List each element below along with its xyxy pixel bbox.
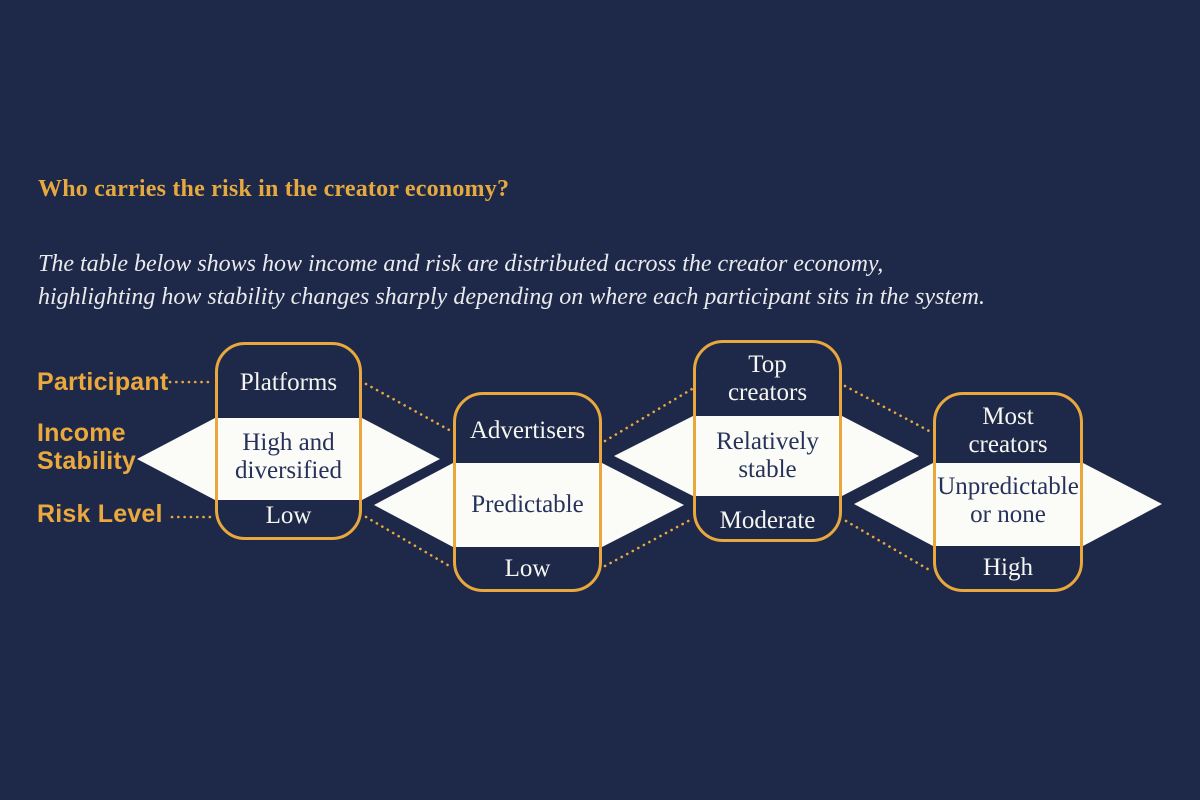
card-advertisers xyxy=(453,392,602,592)
leader-line-bottom-2-3 xyxy=(603,517,694,568)
leader-line-top-1-2 xyxy=(364,382,453,433)
participant-name-advertisers: Advertisers xyxy=(453,417,602,445)
participant-name-top-creators: Top creators xyxy=(693,351,842,407)
risk-level-platforms: Low xyxy=(265,502,312,529)
participant-name-most-creators: Most creators xyxy=(933,403,1083,459)
income-line: Relatively xyxy=(716,428,819,455)
income-band-platforms xyxy=(137,418,440,500)
subtitle-line-1: The table below shows how income and ris… xyxy=(38,251,884,277)
leader-line-bottom-3-4 xyxy=(844,519,933,573)
row-label-risk-level: Risk Level xyxy=(37,500,163,528)
income-band-most-creators xyxy=(854,463,1162,546)
risk-level-top-creators: Moderate xyxy=(719,507,816,534)
subtitle: The table below shows how income and ris… xyxy=(38,248,1158,314)
income-band-top-creators xyxy=(614,416,919,496)
participant-line: Advertisers xyxy=(469,417,586,444)
participant-line: Most xyxy=(982,403,1034,430)
page-title: Who carries the risk in the creator econ… xyxy=(38,176,510,202)
leader-line-bottom-1-2 xyxy=(364,515,453,569)
participant-line: creators xyxy=(727,379,808,406)
income-stability-most-creators: Unpredictable or none xyxy=(933,473,1083,529)
subtitle-line-2: highlighting how stability changes sharp… xyxy=(38,284,986,310)
card-top-creators xyxy=(693,340,842,542)
income-line: stable xyxy=(738,456,797,483)
income-line: diversified xyxy=(235,457,342,484)
income-line: Predictable xyxy=(471,491,584,518)
income-stability-platforms: High and diversified xyxy=(215,429,362,485)
participant-line: Platforms xyxy=(239,369,338,396)
participant-name-platforms: Platforms xyxy=(215,369,362,397)
risk-level-most-creators: High xyxy=(983,554,1033,581)
row-label-income-stability-line-1: Income xyxy=(37,419,126,447)
risk-level-advertisers: Low xyxy=(504,555,551,582)
participant-line: Top xyxy=(748,351,787,378)
leader-line-top-2-3 xyxy=(603,387,694,443)
income-band-advertisers xyxy=(374,463,684,547)
income-line: or none xyxy=(970,501,1046,528)
card-platforms xyxy=(215,342,362,540)
row-label-income-stability: Income Stability xyxy=(37,419,136,475)
leader-line-top-3-4 xyxy=(843,384,933,434)
participant-line: creators xyxy=(968,431,1048,458)
row-label-income-stability-line-2: Stability xyxy=(37,447,137,475)
income-line: Unpredictable xyxy=(937,473,1079,500)
row-label-participant: Participant xyxy=(37,368,169,396)
income-stability-advertisers: Predictable xyxy=(453,491,602,519)
income-stability-top-creators: Relatively stable xyxy=(693,428,842,484)
income-line: High and xyxy=(242,429,335,456)
card-most-creators xyxy=(933,392,1083,592)
